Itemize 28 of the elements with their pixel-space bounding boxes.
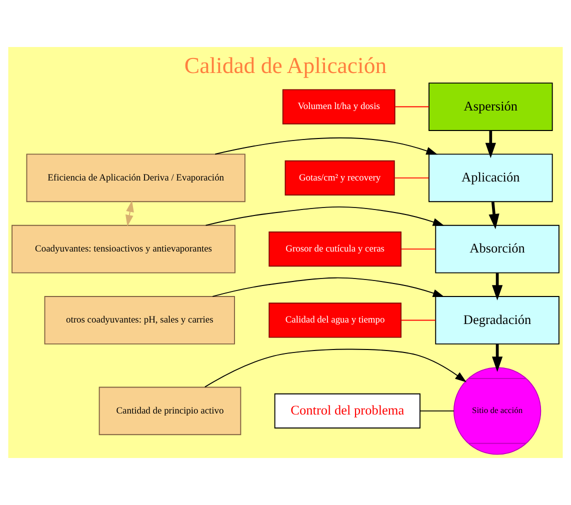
node-box: Volumen lt/ha y dosis [282, 89, 396, 124]
node-box: Gotas/cm² y recovery [284, 160, 395, 196]
node-box: Control del problema [274, 393, 420, 428]
arrow [492, 344, 503, 372]
diagram-title: Calidad de Aplicación [184, 52, 387, 78]
arrow [214, 138, 438, 155]
arrow [205, 206, 444, 226]
node-box: Coadyuvantes: tensioactivos y antievaporantes [12, 224, 236, 274]
arrow [492, 273, 503, 300]
arrow [204, 348, 466, 388]
arrow [125, 200, 134, 226]
node-box: Absorción [435, 224, 560, 274]
node-box: Cantidad de principio activo [98, 386, 242, 436]
connector [400, 320, 436, 321]
connector [420, 410, 454, 412]
arrow [212, 277, 444, 297]
node-box: otros coadyuvantes: pH, sales y carries [44, 296, 235, 344]
node-box: Aspersión [428, 82, 553, 131]
connector [394, 106, 430, 108]
connector [400, 248, 436, 250]
node-box: Degradación [435, 296, 560, 344]
node-box: Eficiencia de Aplicación Deriva / Evaporación [26, 154, 246, 202]
node-box: Calidad del agua y tiempo [268, 302, 402, 338]
arrow [488, 202, 500, 230]
node-box: Grosor de cutícula y ceras [268, 232, 402, 267]
node-box: Aplicación [428, 154, 553, 202]
arrow [485, 130, 496, 158]
connector [394, 177, 430, 178]
